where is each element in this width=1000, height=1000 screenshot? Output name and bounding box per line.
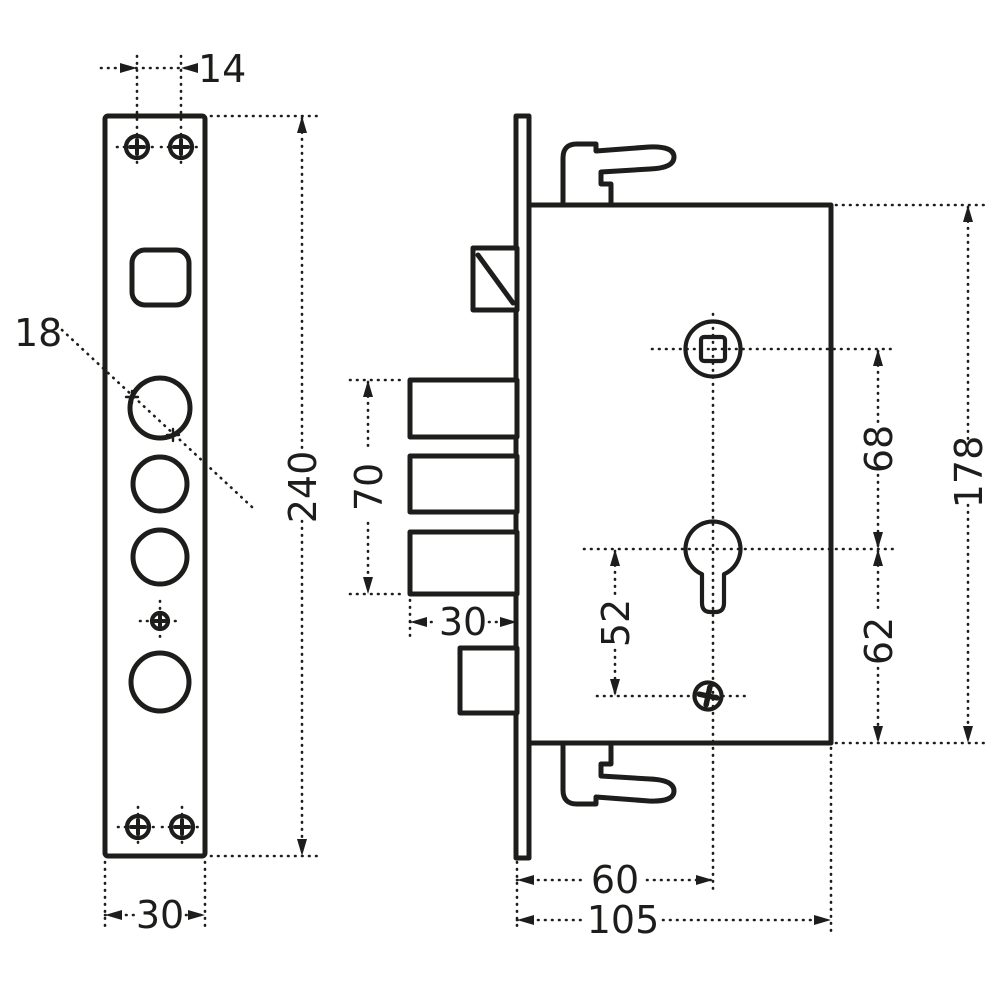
- diameter-tick: [165, 427, 181, 443]
- deadbolt-2: [407, 453, 520, 515]
- hole-diameter-callout: 18: [14, 311, 254, 509]
- dimension-cylinder-to-bottom: 62: [857, 549, 901, 743]
- dim-value-backset: 60: [591, 858, 639, 902]
- dimension-cylinder-to-screw: 52: [594, 549, 638, 696]
- dim-value-cylinder-to-bottom: 62: [857, 617, 901, 665]
- bolt-hole-1: [127, 375, 193, 441]
- arrowhead: [410, 617, 427, 627]
- bottom-lever: [560, 740, 677, 807]
- arrowhead: [814, 915, 831, 925]
- lock-body: [526, 202, 834, 746]
- screw-hole-bottom-right: [160, 805, 204, 849]
- arrowhead: [873, 726, 883, 743]
- screw-hole-top-left: [115, 125, 159, 169]
- dim-value-cylinder-to-screw: 52: [594, 599, 638, 647]
- dim-value-bolt-depth: 30: [439, 600, 487, 644]
- arrowhead: [873, 532, 883, 549]
- deadbolt-1: [407, 377, 520, 440]
- deadbolt-3: [407, 529, 520, 597]
- dimension-bolt-depth: 30: [408, 598, 519, 644]
- dimension-plate-height: 240: [209, 114, 325, 858]
- arrowhead: [363, 577, 373, 594]
- arrowhead: [363, 380, 373, 397]
- leader-line: [60, 328, 254, 509]
- dim-value-plate-height: 240: [281, 451, 325, 524]
- top-lever: [560, 141, 677, 208]
- bolt-hole-4: [128, 650, 192, 714]
- arrowhead: [517, 875, 534, 885]
- arrowhead: [120, 63, 137, 73]
- arrowhead: [297, 116, 307, 133]
- arrowhead: [963, 726, 973, 743]
- dim-value-spindle-to-cylinder: 68: [857, 425, 901, 473]
- side-view: 70 30 52 68: [347, 113, 992, 942]
- bolt-hole-2: [130, 454, 190, 514]
- auxiliary-bolt: [457, 645, 520, 716]
- arrowhead: [181, 63, 198, 73]
- dimension-body-width: 105: [515, 746, 833, 942]
- dimension-spindle-to-cylinder: 68: [857, 349, 901, 549]
- dim-value-body-width: 105: [587, 898, 660, 942]
- dimension-plate-width: 30: [103, 860, 207, 937]
- pin-hole: [138, 599, 182, 643]
- arrowhead: [188, 910, 205, 920]
- arrowhead: [696, 875, 713, 885]
- arrowhead: [105, 910, 122, 920]
- dim-value-body-height: 178: [947, 436, 991, 509]
- arrowhead: [873, 549, 883, 566]
- dim-value-screw-spacing: 14: [198, 47, 246, 91]
- dimension-body-height: 178: [834, 203, 992, 745]
- arrowhead: [963, 205, 973, 222]
- dimension-screw-spacing: 14: [99, 47, 246, 127]
- bolt-hole-3: [130, 527, 190, 587]
- arrowhead: [873, 349, 883, 366]
- dimension-backset: 60: [515, 858, 715, 934]
- dim-value-plate-width: 30: [136, 893, 184, 937]
- screw-hole-top-right: [159, 125, 203, 169]
- dim-value-hole-diameter: 18: [14, 311, 62, 355]
- screw-hole-bottom-left: [116, 805, 160, 849]
- diameter-tick: [124, 389, 140, 405]
- handle-square-cutout: [129, 247, 192, 308]
- dimension-bolt-group-height: 70: [347, 378, 406, 596]
- arrowhead: [517, 915, 534, 925]
- dim-value-bolt-group-height: 70: [347, 463, 391, 511]
- front-view: 14 18 240: [14, 47, 325, 937]
- arrowhead: [297, 839, 307, 856]
- latch-bevel: [475, 252, 516, 306]
